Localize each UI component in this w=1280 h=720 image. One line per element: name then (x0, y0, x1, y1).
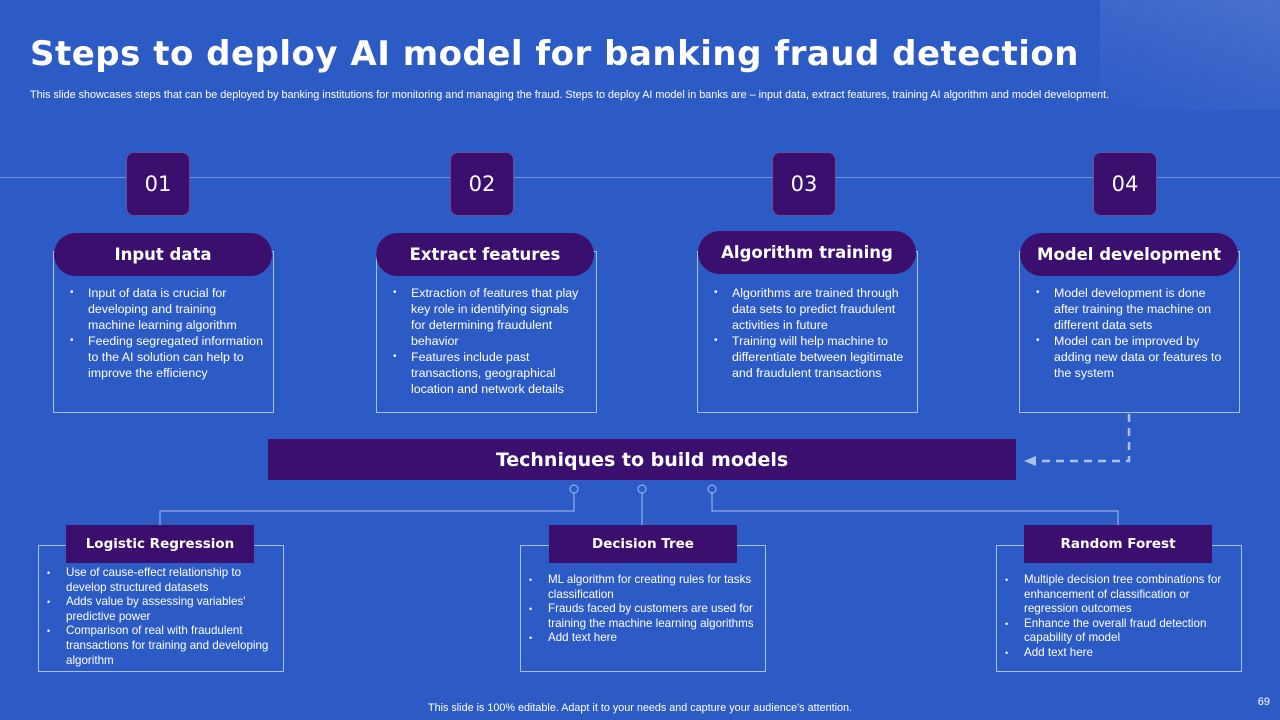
step-heading: Extract features (376, 233, 594, 276)
connector-to-random-forest (711, 489, 1119, 525)
technique-bullet: Use of cause-effect relationship to deve… (47, 566, 277, 595)
step-bullet: Extraction of features that play key rol… (391, 285, 586, 349)
step-heading: Model development (1020, 233, 1238, 276)
technique-heading: Random Forest (1024, 525, 1212, 563)
step-bullet-list: Extraction of features that play key rol… (391, 285, 586, 397)
technique-box-random-forest: Multiple decision tree combinations for … (996, 545, 1242, 672)
technique-bullet-list: ML algorithm for creating rules for task… (529, 573, 759, 646)
technique-bullet: Add text here (529, 631, 759, 646)
dashed-arrow-connector (1034, 414, 1131, 463)
technique-bullet: Add text here (1005, 646, 1235, 661)
step-heading: Input data (54, 233, 272, 276)
step-bullet-list: Model development is done after training… (1034, 285, 1229, 381)
step-heading: Algorithm training (698, 231, 916, 274)
technique-bullet-list: Use of cause-effect relationship to deve… (47, 566, 277, 668)
slide-title: Steps to deploy AI model for banking fra… (30, 34, 1079, 74)
step-bullet: Features include past transactions, geog… (391, 349, 586, 397)
connector-to-logistic-regression (159, 489, 575, 525)
footer-note: This slide is 100% editable. Adapt it to… (427, 702, 852, 714)
technique-bullet: ML algorithm for creating rules for task… (529, 573, 759, 602)
step-number-badge: 01 (126, 152, 190, 216)
technique-bullet: Multiple decision tree combinations for … (1005, 573, 1235, 617)
step-number-badge: 04 (1093, 152, 1157, 216)
technique-bullet: Adds value by assessing variables' predi… (47, 595, 277, 624)
step-bullet: Model development is done after training… (1034, 285, 1229, 333)
technique-bullet: Frauds faced by customers are used for t… (529, 602, 759, 631)
technique-bullet: Comparison of real with fraudulent trans… (47, 624, 277, 668)
step-bullet: Input of data is crucial for developing … (68, 285, 263, 333)
technique-box-logistic-regression: Use of cause-effect relationship to deve… (38, 545, 284, 672)
step-bullet: Training will help machine to differenti… (712, 333, 907, 381)
technique-bullet: Enhance the overall fraud detection capa… (1005, 617, 1235, 646)
page-number: 69 (1257, 696, 1270, 708)
arrow-head (1024, 456, 1036, 466)
connector-node (707, 484, 717, 494)
technique-bullet-list: Multiple decision tree combinations for … (1005, 573, 1235, 661)
connector-node (637, 484, 647, 494)
step-bullet: Feeding segregated information to the AI… (68, 333, 263, 381)
technique-heading: Logistic Regression (66, 525, 254, 563)
step-bullet: Model can be improved by adding new data… (1034, 333, 1229, 381)
step-number-badge: 03 (772, 152, 836, 216)
technique-heading: Decision Tree (549, 525, 737, 563)
step-bullet-list: Input of data is crucial for developing … (68, 285, 263, 381)
step-card-input-data: Input of data is crucial for developing … (53, 251, 274, 413)
technique-box-decision-tree: ML algorithm for creating rules for task… (520, 545, 766, 672)
step-card-algorithm-training: Algorithms are trained through data sets… (697, 251, 918, 413)
step-bullet-list: Algorithms are trained through data sets… (712, 285, 907, 381)
step-card-model-development: Model development is done after training… (1019, 251, 1240, 413)
step-number-badge: 02 (450, 152, 514, 216)
step-bullet: Algorithms are trained through data sets… (712, 285, 907, 333)
techniques-banner: Techniques to build models (268, 439, 1016, 480)
slide-subtitle: This slide showcases steps that can be d… (30, 89, 1110, 101)
corner-decoration (1100, 0, 1280, 110)
step-divider-line (0, 177, 1280, 178)
connector-node (569, 484, 579, 494)
